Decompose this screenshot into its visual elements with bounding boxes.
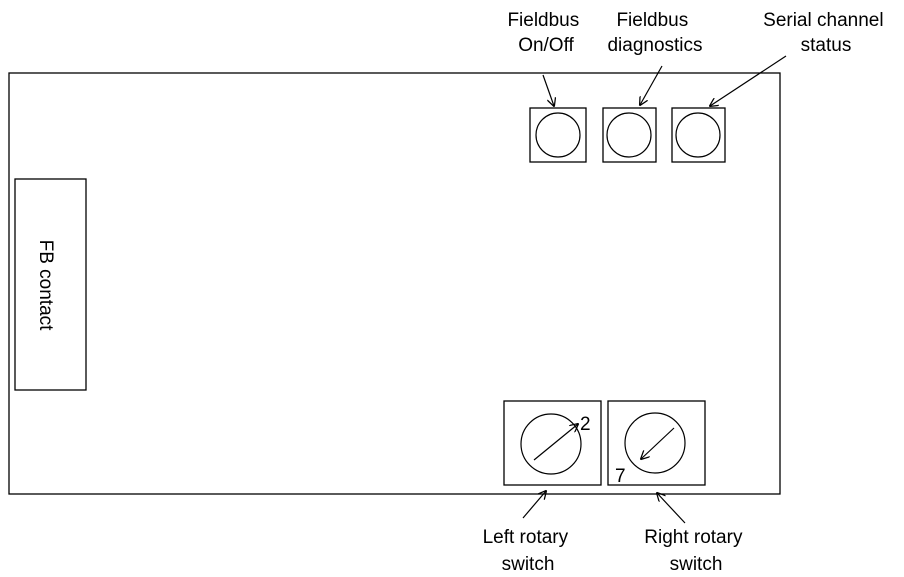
right-rotary-value: 7 — [615, 466, 626, 487]
left-rotary-switch-arrow — [522, 491, 546, 519]
right-rotary-pointer — [641, 427, 675, 459]
right-rotary-switch-arrow — [657, 493, 686, 524]
led-fieldbus-onoff — [529, 107, 587, 163]
left-rotary-switch: 2 — [503, 400, 602, 486]
serial-channel-status-arrow — [710, 55, 787, 106]
fieldbus-diagnostics-arrow — [640, 65, 663, 105]
led-serial-channel-status — [671, 107, 726, 163]
fieldbus-onoff-arrow — [542, 74, 554, 106]
left-rotary-switch-label: Left rotary switch — [483, 527, 574, 575]
left-rotary-value: 2 — [580, 414, 591, 435]
fieldbus-onoff-label: Fieldbus On/Off — [507, 10, 584, 56]
fieldbus-diagnostics-label: Fieldbus diagnostics — [607, 10, 702, 56]
left-rotary-pointer — [533, 424, 578, 461]
fb-contact-connector: FB contact — [14, 178, 87, 391]
led-fieldbus-diagnostics — [602, 107, 657, 163]
fb-contact-label: FB contact — [35, 240, 56, 332]
right-rotary-switch: 7 — [607, 400, 706, 487]
right-rotary-switch-label: Right rotary switch — [644, 527, 747, 575]
serial-channel-status-label: Serial channel status — [763, 10, 889, 56]
